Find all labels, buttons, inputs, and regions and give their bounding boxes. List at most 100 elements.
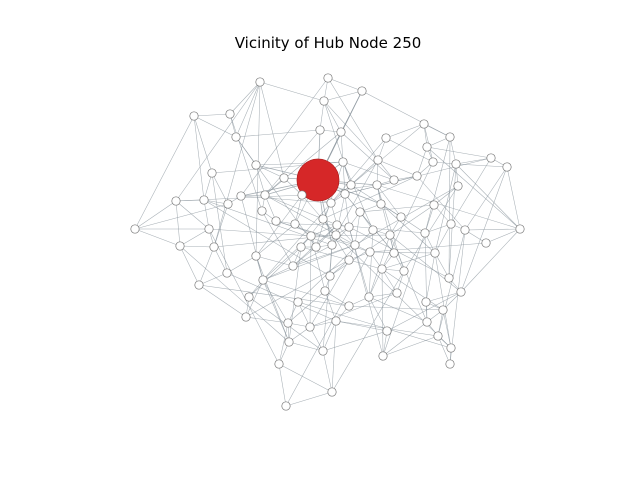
graph-edge	[310, 234, 391, 237]
graph-node	[331, 230, 341, 240]
graph-node	[318, 214, 328, 224]
graph-edge	[262, 279, 289, 324]
graph-node	[199, 195, 209, 205]
graph-node	[236, 191, 246, 201]
graph-edge	[322, 330, 388, 352]
graph-edge	[292, 244, 356, 267]
nodes-layer	[130, 73, 525, 411]
graph-node	[389, 175, 399, 185]
graph-edge	[327, 77, 363, 92]
graph-node	[318, 346, 328, 356]
graph-node	[422, 142, 432, 152]
graph-edge	[449, 136, 457, 165]
graph-node	[344, 301, 354, 311]
graph-edge	[506, 166, 521, 230]
graph-edge	[245, 279, 264, 318]
graph-edge	[381, 268, 444, 311]
graph-edge	[193, 113, 231, 117]
graph-edge	[323, 100, 342, 133]
graph-node	[376, 199, 386, 209]
graph-node	[481, 238, 491, 248]
graph-edge	[354, 211, 361, 246]
graph-node	[326, 198, 336, 208]
graph-edge	[134, 228, 181, 247]
graph-edge	[324, 290, 337, 322]
graph-edge	[424, 136, 451, 234]
graph-edge	[342, 161, 395, 181]
graph-edge	[376, 184, 402, 218]
graph-node	[331, 316, 341, 326]
graph-edge	[229, 113, 263, 212]
graph-edge	[198, 284, 247, 318]
graph-edge	[134, 200, 177, 230]
graph-node	[429, 200, 439, 210]
graph-node	[231, 132, 241, 142]
graph-edge	[213, 81, 261, 248]
graph-edge	[134, 115, 195, 230]
graph-edge	[423, 123, 451, 138]
graph-edge	[259, 81, 285, 179]
graph-edge	[327, 77, 379, 161]
graph-edge	[376, 184, 395, 254]
graph-edge	[255, 223, 296, 257]
graph-edge	[382, 321, 428, 357]
graph-edge	[342, 161, 346, 195]
graph-node	[194, 280, 204, 290]
graph-edge	[380, 203, 436, 254]
graph-edge	[323, 100, 379, 161]
graph-node	[385, 230, 395, 240]
graph-node	[446, 219, 456, 229]
graph-edge	[134, 203, 229, 230]
graph-edge	[294, 194, 303, 225]
graph-node	[412, 171, 422, 181]
graph-edge	[288, 341, 324, 352]
graph-edge	[203, 199, 210, 230]
graph-node	[365, 247, 375, 257]
graph-edge	[198, 246, 215, 286]
graph-edge	[382, 335, 439, 357]
graph-edge	[433, 185, 459, 206]
graph-edge	[455, 163, 508, 168]
graph-edge	[278, 363, 333, 393]
graph-node	[451, 159, 461, 169]
graph-edge	[403, 185, 459, 272]
graph-edge	[262, 279, 290, 343]
graph-edge	[424, 204, 435, 234]
graph-node	[338, 157, 348, 167]
graph-edge	[460, 228, 521, 293]
graph-edge	[297, 301, 311, 328]
graph-edge	[213, 246, 228, 274]
graph-edge	[381, 268, 384, 357]
graph-edge	[245, 259, 350, 318]
graph-edge	[425, 291, 462, 303]
plot-title: Vicinity of Hub Node 250	[234, 34, 422, 52]
graph-node	[446, 343, 456, 353]
graph-node	[340, 189, 350, 199]
graph-edge	[262, 235, 312, 281]
graph-edge	[377, 159, 418, 177]
graph-edge	[235, 81, 261, 138]
graph-node	[433, 331, 443, 341]
graph-node	[372, 180, 382, 190]
graph-edge	[240, 195, 264, 281]
graph-node	[392, 288, 402, 298]
hub-node	[296, 158, 340, 202]
graph-edge	[385, 137, 434, 163]
graph-node	[399, 266, 409, 276]
graph-edge	[226, 272, 337, 322]
graph-node	[368, 225, 378, 235]
graph-edge	[278, 363, 287, 407]
graph-edge	[213, 203, 229, 248]
graph-edge	[381, 252, 436, 270]
graph-edge	[426, 146, 492, 159]
edges-layer	[134, 77, 521, 407]
graph-edge	[323, 90, 363, 102]
graph-edge	[262, 244, 356, 281]
graph-node	[281, 401, 291, 411]
graph-node	[271, 216, 281, 226]
graph-edge	[245, 316, 289, 324]
graph-edge	[309, 235, 312, 328]
graph-edge	[344, 193, 395, 254]
graph-edge	[368, 296, 428, 323]
